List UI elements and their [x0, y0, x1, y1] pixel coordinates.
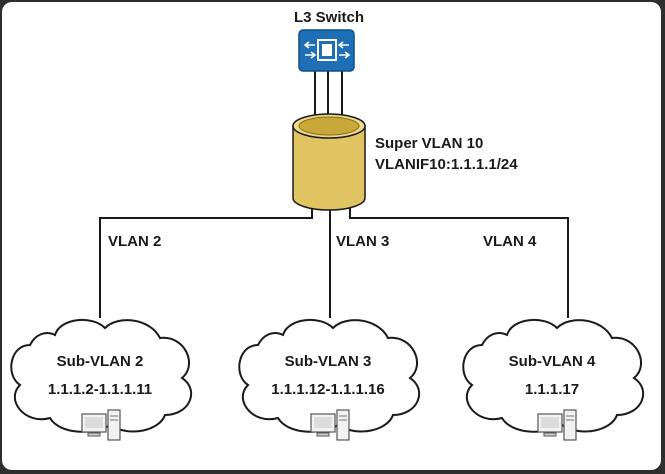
super-vlan-interface: VLANIF10:1.1.1.1/24: [375, 156, 518, 173]
subvlan4-range: 1.1.1.17: [525, 381, 579, 398]
subvlan3-range: 1.1.1.12-1.1.1.16: [271, 381, 384, 398]
cloud-subvlan3-icon: [238, 318, 421, 433]
subvlan2-range: 1.1.1.2-1.1.1.11: [48, 381, 152, 398]
vlan4-link: [349, 206, 569, 318]
cloud-subvlan4-icon: [462, 318, 645, 433]
subvlan2-name: Sub-VLAN 2: [57, 353, 144, 370]
subvlan3-name: Sub-VLAN 3: [285, 353, 372, 370]
computer-icon-subvlan2: [81, 409, 121, 441]
cloud-subvlan2-icon: [10, 318, 193, 433]
super-vlan-name: Super VLAN 10: [375, 135, 483, 152]
l3-switch-icon: [298, 29, 355, 72]
super-vlan-cylinder-icon: [292, 113, 366, 211]
vlan2-link: [99, 206, 313, 318]
link-label-vlan2: VLAN 2: [108, 233, 161, 250]
connection-lines: [99, 70, 569, 318]
subvlan4-name: Sub-VLAN 4: [509, 353, 596, 370]
link-label-vlan3: VLAN 3: [336, 233, 389, 250]
switch-label: L3 Switch: [294, 9, 364, 26]
computer-icon-subvlan3: [310, 409, 350, 441]
link-label-vlan4: VLAN 4: [483, 233, 537, 250]
computer-icon-subvlan4: [537, 409, 577, 441]
